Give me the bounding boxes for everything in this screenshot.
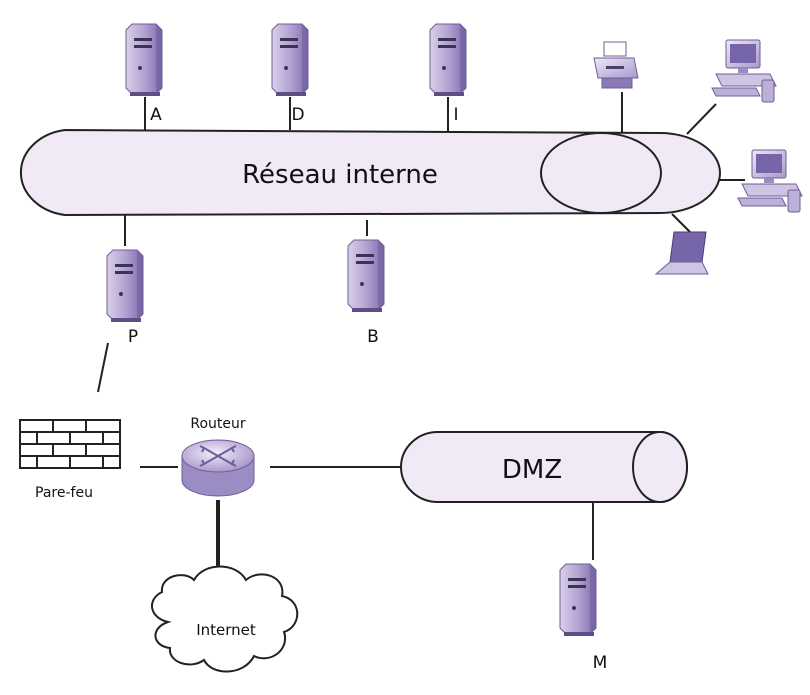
- router-icon[interactable]: [181, 439, 255, 497]
- internal-network-pipe: [19, 128, 721, 217]
- laptop-icon[interactable]: [654, 231, 709, 275]
- desktop-computer-icon[interactable]: [737, 149, 803, 213]
- server-tower-icon[interactable]: [125, 23, 163, 97]
- server-b-label: B: [367, 327, 379, 347]
- server-p-label: P: [128, 327, 138, 347]
- server-tower-icon[interactable]: [106, 249, 144, 323]
- server-a-label: A: [150, 105, 162, 125]
- server-tower-icon[interactable]: [271, 23, 309, 97]
- cloud-icon[interactable]: [151, 565, 299, 673]
- brick-wall-icon[interactable]: [19, 419, 121, 469]
- link-p-firewall: [97, 342, 109, 393]
- connection-lines: [97, 92, 745, 560]
- dmz-label: DMZ: [502, 455, 562, 485]
- server-tower-icon[interactable]: [559, 563, 597, 637]
- router-label: Routeur: [190, 416, 246, 432]
- link-laptop: [671, 213, 691, 233]
- dmz-pipe: [400, 431, 688, 503]
- server-m-label: M: [593, 653, 608, 673]
- server-tower-icon[interactable]: [347, 239, 385, 313]
- internet-label: Internet: [196, 621, 256, 639]
- printer-icon[interactable]: [593, 41, 639, 89]
- firewall-label: Pare-feu: [35, 485, 93, 501]
- server-d-label: D: [291, 105, 304, 125]
- internal-network-label: Réseau interne: [242, 160, 438, 190]
- link-desktop-1: [686, 103, 717, 135]
- desktop-computer-icon[interactable]: [711, 39, 777, 103]
- server-i-label: I: [453, 105, 458, 125]
- server-tower-icon[interactable]: [429, 23, 467, 97]
